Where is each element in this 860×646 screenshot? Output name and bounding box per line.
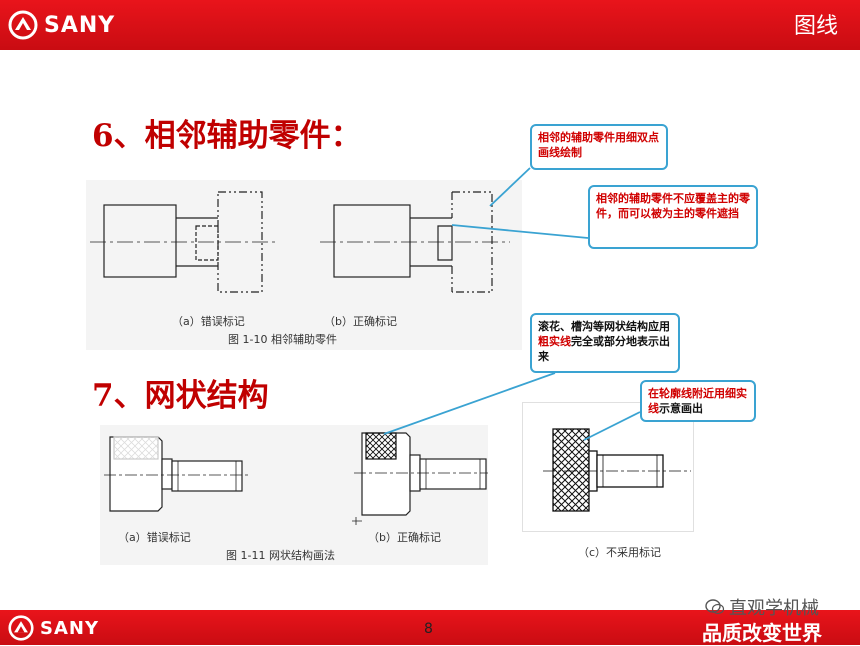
wechat-icon <box>705 599 725 615</box>
callout-dashed-line: 相邻的辅助零件用细双点画线绘制 <box>530 124 668 170</box>
callout4-text-1: 在轮廓线附近 <box>648 387 714 400</box>
callout-thick-line: 滚花、槽沟等网状结构应用粗实线完全或部分地表示出来 <box>530 313 680 373</box>
callout-no-cover: 相邻的辅助零件不应覆盖主的零件，而可以被为主的零件遮挡 <box>588 185 758 249</box>
figure-caption-1-10: 图 1-10 相邻辅助零件 <box>228 333 337 346</box>
callout4-text-3: 示意画出 <box>659 402 703 415</box>
brand-name: SANY <box>44 12 116 38</box>
caption-adjacent-correct: （b）正确标记 <box>324 315 397 328</box>
callout3-text-3: 完全或部分地表示出来 <box>538 335 670 363</box>
callout3-text-2: 粗实线 <box>538 335 571 348</box>
page-number: 8 <box>424 621 433 637</box>
figure-caption-1-11: 图 1-11 网状结构画法 <box>226 549 335 562</box>
sany-logo-icon <box>8 10 38 40</box>
footer-bar: SANY <box>0 610 860 645</box>
figure-adjacent-parts: （a）错误标记 （b）正确标记 图 1-10 相邻辅助零件 <box>86 180 522 350</box>
caption-mesh-wrong: （a）错误标记 <box>118 531 191 544</box>
caption-adjacent-wrong: （a）错误标记 <box>172 315 245 328</box>
caption-mesh-correct: （b）正确标记 <box>368 531 441 544</box>
footer-sany-logo: SANY <box>8 611 99 645</box>
sany-logo: SANY <box>8 8 115 42</box>
no-mark-drawing <box>543 428 691 512</box>
header-bar: SANY 图线 <box>0 0 860 50</box>
callout-thin-line: 在轮廓线附近用细实线示意画出 <box>640 380 756 422</box>
heading-adjacent-parts: 6、相邻辅助零件： <box>92 118 362 154</box>
callout3-text-1: 滚花、槽沟等网状结构应用 <box>538 320 670 333</box>
figure-mesh-structure: （a）错误标记 （b）正确标记 图 1-11 网状结构画法 <box>100 425 488 565</box>
caption-no-mark: （c）不采用标记 <box>578 546 662 559</box>
watermark-text: 直观学机械 <box>729 598 819 619</box>
slogan: 品质改变世界 <box>702 621 822 645</box>
section-title: 图线 <box>793 14 838 39</box>
sany-logo-icon <box>8 615 34 641</box>
callout4-text-2: 用细实线 <box>648 387 747 415</box>
watermark: 直观学机械 <box>705 594 819 620</box>
heading-mesh-structure: 7、网状结构 <box>92 378 269 414</box>
adjacent-parts-drawing <box>90 191 510 293</box>
mesh-structure-drawing <box>104 432 488 525</box>
footer-brand-name: SANY <box>40 617 99 639</box>
